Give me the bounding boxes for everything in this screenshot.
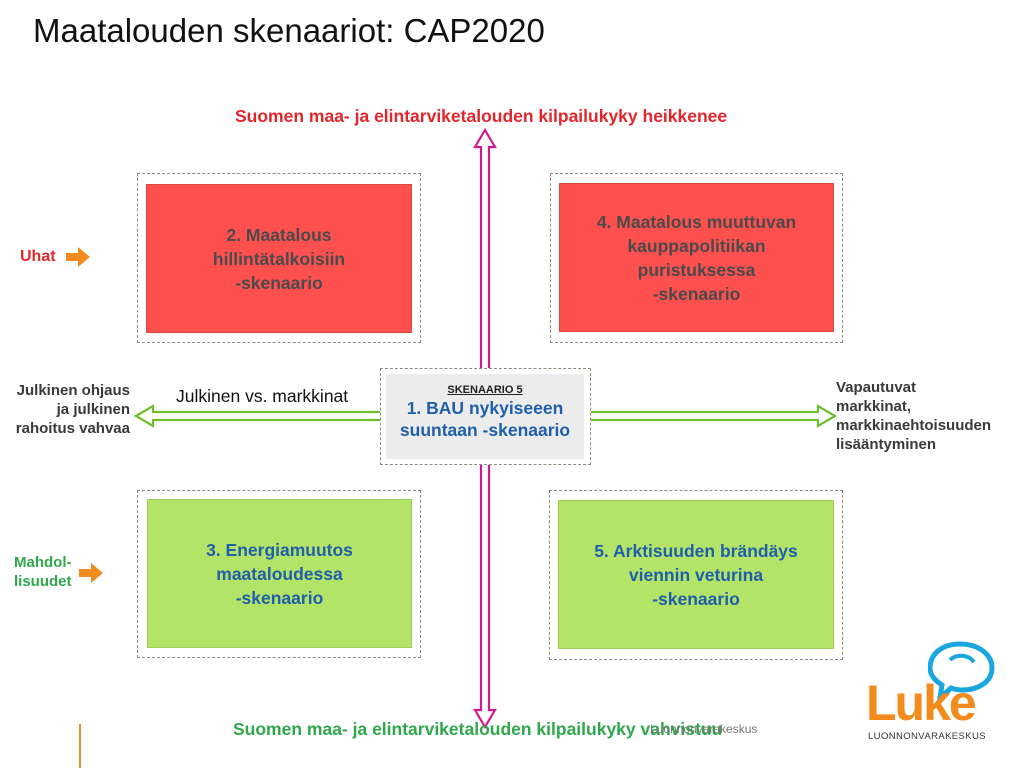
quadrant-frame-top-left — [137, 173, 421, 343]
scenario-2-line: -skenaario — [235, 272, 323, 293]
top-axis-label: Suomen maa- ja elintarviketalouden kilpa… — [235, 106, 728, 126]
left-axis-line: Julkinen ohjaus — [16, 382, 130, 399]
threats-arrow-icon — [66, 247, 90, 267]
center-scenario-line-2: suuntaan -skenaario — [399, 420, 571, 440]
scenario-5-box: 5. Arktisuuden brändäys viennin veturina… — [558, 500, 834, 649]
center-scenario-heading: SKENAARIO 5 — [447, 384, 523, 396]
watermark-text: Luonnonvarakeskus — [650, 722, 758, 736]
page-title: Maatalouden skenaariot: CAP2020 — [33, 12, 545, 49]
scenario-4-line: puristuksessa — [637, 259, 756, 280]
right-axis-label: Vapautuvat markkinat, markkinaehtoisuude… — [836, 378, 1024, 454]
scenario-3-line: maataloudessa — [216, 563, 343, 584]
scenario-5-line: 5. Arktisuuden brändäys — [594, 540, 798, 561]
left-axis-line: rahoitus vahvaa — [15, 420, 130, 437]
vertical-axis-arrow — [473, 127, 497, 730]
luke-logo-subtitle: LUONNONVARAKESKUS — [868, 731, 987, 742]
bau-direction: nykyiseeen — [468, 398, 564, 418]
scenario-2-box: 2. Maatalous hillintätalkoisiin -skenaar… — [146, 184, 412, 333]
right-axis-line: Vapautuvat — [836, 379, 917, 396]
scenario-2-line: 2. Maatalous — [226, 224, 332, 245]
scenario-3-line: -skenaario — [235, 587, 324, 608]
left-axis-line: ja julkinen — [56, 401, 130, 418]
center-scenario-box: SKENAARIO 5 1. BAU nykyiseeen suuntaan -… — [386, 374, 584, 459]
quadrant-frame-bottom-right — [549, 490, 843, 660]
right-axis-line: markkinat, — [836, 398, 912, 415]
opportunities-line: lisuudet — [14, 573, 72, 590]
scenario-5-line: -skenaario — [652, 588, 740, 609]
opportunities-label: Mahdol- lisuudet — [14, 553, 72, 591]
horizontal-axis-arrow — [133, 404, 838, 428]
scenario-3-box: 3. Energiamuutos maataloudessa -skenaari… — [147, 499, 412, 648]
horizontal-axis-name: Julkinen vs. markkinat — [176, 386, 349, 406]
left-axis-label: Julkinen ohjaus ja julkinen rahoitus vah… — [0, 381, 130, 438]
scenario-4-box: 4. Maatalous muuttuvan kauppapolitiikan … — [559, 183, 834, 332]
scenario-3-line: 3. Energiamuutos — [206, 539, 353, 560]
quadrant-frame-bottom-left — [137, 490, 421, 658]
threats-label: Uhat — [20, 248, 56, 265]
scenario-2-line: hillintätalkoisiin — [212, 248, 346, 269]
speech-bubble-icon — [928, 641, 995, 702]
scenario-4-line: kauppapolitiikan — [627, 235, 766, 256]
scenario-5-line: viennin veturina — [628, 564, 764, 585]
right-axis-line: lisääntyminen — [836, 436, 937, 453]
opportunities-line: Mahdol- — [14, 554, 72, 571]
slide-accent-line — [79, 724, 81, 768]
scenario-4-line: 4. Maatalous muuttuvan — [596, 211, 797, 232]
bau-label: 1. BAU — [406, 398, 465, 418]
opportunities-arrow-icon — [79, 563, 103, 583]
luke-logo: Luke — [866, 675, 977, 731]
bottom-axis-label: Suomen maa- ja elintarviketalouden kilpa… — [233, 719, 723, 739]
quadrant-frame-top-right — [550, 173, 843, 343]
right-axis-line: markkinaehtoisuuden — [836, 417, 992, 434]
center-scenario-line-1: 1. BAU nykyiseeen — [386, 397, 584, 419]
scenario-4-line: -skenaario — [652, 283, 741, 304]
